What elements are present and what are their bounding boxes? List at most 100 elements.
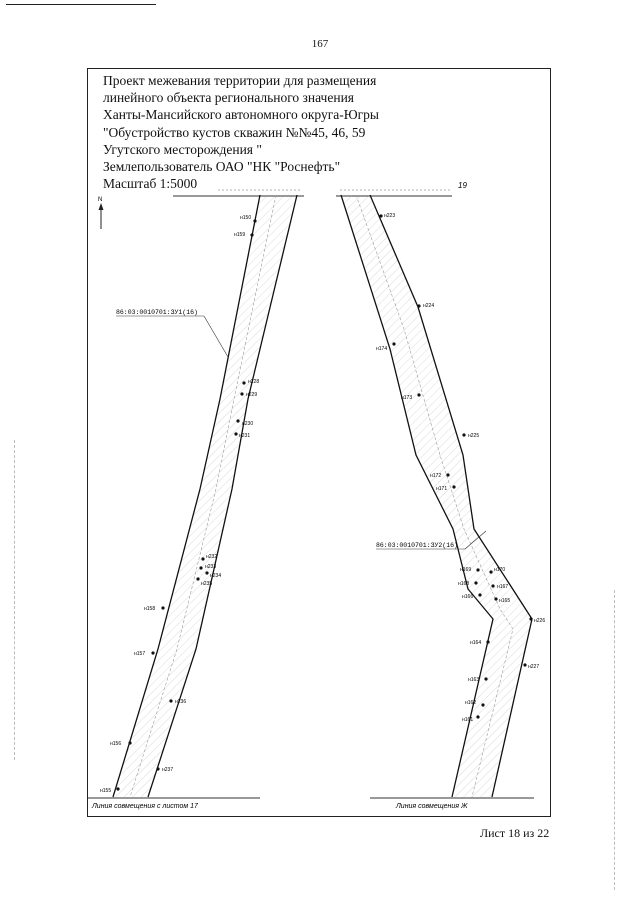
right-corridor-boundary-west xyxy=(340,194,494,798)
left-corridor-axis xyxy=(129,194,277,798)
survey-point xyxy=(491,584,495,588)
point-label: н165 xyxy=(499,598,510,604)
survey-point xyxy=(236,419,240,423)
title-line: Угутского месторождения " xyxy=(103,141,262,157)
survey-point xyxy=(523,663,527,667)
point-label: н167 xyxy=(497,584,508,590)
parcel-label-left: 86:03:0010701:ЗУ1(16) xyxy=(116,309,198,316)
survey-point xyxy=(494,597,498,601)
parcel-label-right-leader xyxy=(464,530,487,550)
point-label: н235 xyxy=(201,581,212,587)
survey-point xyxy=(486,640,490,644)
title-line: Ханты-Мансийского автономного округа-Югр… xyxy=(103,107,379,123)
point-label: н234 xyxy=(210,573,221,579)
survey-point xyxy=(489,570,493,574)
point-label: н224 xyxy=(423,303,434,309)
survey-point xyxy=(156,767,160,771)
survey-point xyxy=(116,787,120,791)
survey-point xyxy=(392,342,396,346)
survey-point xyxy=(196,577,200,581)
point-label: н170 xyxy=(494,567,505,573)
point-label: н172 xyxy=(430,473,441,479)
top-right-mark: 19 xyxy=(458,181,467,190)
point-label: н168 xyxy=(458,581,469,587)
survey-point xyxy=(462,433,466,437)
point-label: н169 xyxy=(460,567,471,573)
point-label: н155 xyxy=(100,788,111,794)
survey-point xyxy=(474,581,478,585)
point-label: н166 xyxy=(462,594,473,600)
page-number: 167 xyxy=(311,38,329,50)
point-label: н157 xyxy=(134,651,145,657)
sheet-label: Лист 18 из 22 xyxy=(480,826,550,840)
point-label: н226 xyxy=(534,618,545,624)
survey-point xyxy=(250,233,254,237)
survey-point xyxy=(242,381,246,385)
left-margin-mark xyxy=(14,440,15,760)
match-line-left-label: Линия совмещения с листом 17 xyxy=(91,803,199,810)
survey-point xyxy=(201,557,205,561)
survey-point xyxy=(446,473,450,477)
point-label: н233 xyxy=(205,564,216,570)
point-label: н163 xyxy=(468,677,479,683)
match-line-right-label: Линия совмещения Ж xyxy=(395,803,468,810)
survey-point xyxy=(484,677,488,681)
point-label: н231 xyxy=(239,433,250,439)
point-label: н158 xyxy=(144,606,155,612)
point-label: н174 xyxy=(376,346,387,352)
title-block: Проект межевания территории для размещен… xyxy=(103,72,423,192)
point-label: н162 xyxy=(465,700,476,706)
point-label: н173 xyxy=(401,395,412,401)
point-label: н164 xyxy=(470,640,481,646)
survey-point xyxy=(128,741,132,745)
survey-point xyxy=(452,485,456,489)
survey-point xyxy=(417,304,421,308)
title-line: Проект межевания территории для размещен… xyxy=(103,73,377,88)
left-corridor-boundary-east xyxy=(147,194,298,798)
title-line: Землепользователь ОАО "НК "Роснефть" xyxy=(103,159,341,175)
title-line: линейного объекта регионального значения xyxy=(103,90,355,106)
survey-point xyxy=(476,568,480,572)
point-label: н225 xyxy=(468,433,479,439)
point-label: н229 xyxy=(246,392,257,398)
north-arrow-icon: N xyxy=(98,197,104,229)
survey-point xyxy=(205,571,209,575)
point-label: н237 xyxy=(162,767,173,773)
survey-point xyxy=(481,703,485,707)
survey-point xyxy=(478,593,482,597)
title-line: "Обустройство кустов скважин №№45, 46, 5… xyxy=(103,124,366,140)
point-label: н223 xyxy=(384,213,395,219)
svg-text:N: N xyxy=(98,197,102,203)
survey-point xyxy=(476,715,480,719)
survey-point xyxy=(151,651,155,655)
survey-point xyxy=(379,214,383,218)
survey-point xyxy=(529,617,533,621)
right-margin-mark xyxy=(614,590,615,890)
survey-point xyxy=(253,219,257,223)
survey-point xyxy=(240,392,244,396)
point-label: н161 xyxy=(462,717,473,723)
point-label: н232 xyxy=(206,554,217,560)
point-label: н156 xyxy=(110,741,121,747)
survey-point xyxy=(234,432,238,436)
left-points: н150 н159 н228 н229 н230 н231 н232 н233 … xyxy=(100,215,259,794)
point-label: н228 xyxy=(248,379,259,385)
right-corridor-axis xyxy=(355,194,514,798)
boundary-map: 19 N 86:03:0010701:ЗУ1(16) 86:03:0010701… xyxy=(88,181,545,810)
top-rule xyxy=(6,4,156,5)
survey-point xyxy=(161,606,165,610)
parcel-label-left-leader xyxy=(203,315,229,358)
survey-point xyxy=(199,566,203,570)
survey-point xyxy=(417,393,421,397)
point-label: н150 xyxy=(240,215,251,221)
left-corridor-boundary-west xyxy=(112,194,261,798)
point-label: н159 xyxy=(234,232,245,238)
survey-point xyxy=(169,699,173,703)
right-corridor-boundary-east xyxy=(369,194,533,798)
point-label: н230 xyxy=(242,421,253,427)
point-label: н227 xyxy=(528,664,539,670)
right-points: н223 н224 н174 н173 н225 н172 н171 н169 … xyxy=(376,213,545,723)
parcel-label-right: 86:03:0010701:ЗУ2(16) xyxy=(376,542,458,549)
drawing-frame xyxy=(87,68,551,817)
scale-label: Масштаб 1:5000 xyxy=(103,176,198,192)
